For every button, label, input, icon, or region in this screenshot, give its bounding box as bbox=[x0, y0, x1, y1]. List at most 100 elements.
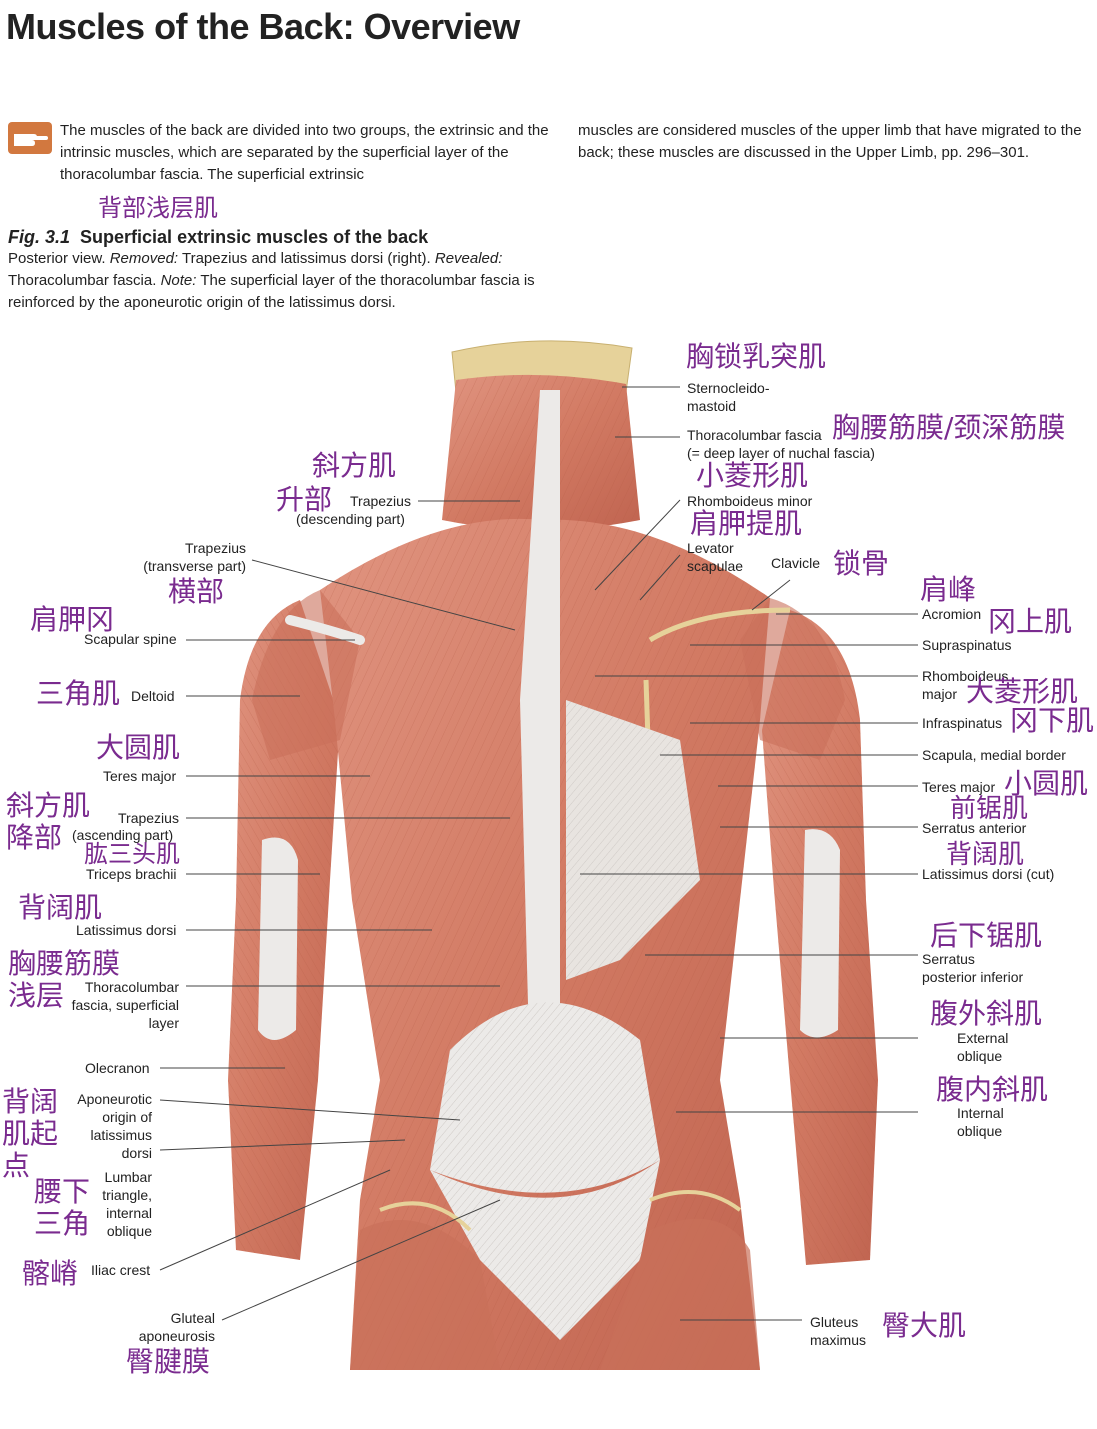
label-gluteal-aponeurosis-2: aponeurosis bbox=[138, 1328, 215, 1344]
cn-label-aponeurotic-origin: 背阔 bbox=[2, 1085, 59, 1118]
label-lumbar-triangle-3: internal bbox=[106, 1205, 152, 1221]
label-teres-major: Teres major bbox=[103, 768, 177, 784]
right-triceps-tendon bbox=[800, 829, 840, 1038]
cn-label-teres-major: 大圆肌 bbox=[96, 731, 181, 764]
label-external-oblique: External bbox=[957, 1030, 1009, 1046]
label-external-oblique-2: oblique bbox=[957, 1048, 1003, 1064]
label-aponeurotic-origin: Aponeurotic bbox=[77, 1091, 152, 1107]
label-internal-oblique-2: oblique bbox=[957, 1123, 1003, 1139]
label-gluteus-maximus: Gluteus bbox=[810, 1314, 859, 1330]
cn-label-external-oblique: 腹外斜肌 bbox=[930, 997, 1043, 1030]
label-levator-scapulae-2: scapulae bbox=[687, 558, 744, 574]
cn-label-acromion: 肩峰 bbox=[920, 573, 977, 606]
label-lumbar-triangle: Lumbar bbox=[104, 1169, 152, 1185]
label-serratus-anterior: Serratus anterior bbox=[922, 820, 1027, 836]
cn-label-scapular-spine: 肩胛冈 bbox=[30, 603, 115, 636]
cn-label-serratus-anterior: 前锯肌 bbox=[950, 794, 1029, 824]
cn-label-supraspinatus: 冈上肌 bbox=[988, 605, 1073, 638]
cn-label-thoracolumbar-deep: 胸腰筋膜/颈深筋膜 bbox=[832, 411, 1066, 444]
label-rhomboideus-major: Rhomboideus bbox=[922, 668, 1009, 684]
cn-label-thoracolumbar-fascia-2: 浅层 bbox=[8, 979, 65, 1012]
label-trapezius-ascending: Trapezius bbox=[118, 810, 179, 826]
cn-label-latissimus: 背阔肌 bbox=[18, 891, 103, 924]
cn-label-trapezius-descending: 斜方肌 bbox=[312, 449, 397, 482]
label-trapezius-transverse: Trapezius bbox=[185, 540, 246, 556]
cn-label-teres-minor: 小圆肌 bbox=[1004, 767, 1089, 800]
cn-label-serratus-posterior-inferior: 后下锯肌 bbox=[930, 919, 1043, 952]
figure-cn-heading: 背部浅层肌 bbox=[98, 194, 218, 222]
leader-lines bbox=[159, 386, 918, 1321]
label-supraspinatus: Supraspinatus bbox=[922, 637, 1012, 653]
label-clavicle: Clavicle bbox=[771, 555, 821, 571]
figure-caption-text: Posterior view. Removed: Trapezius and l… bbox=[8, 250, 535, 311]
cn-label-levator-scapulae: 肩胛提肌 bbox=[690, 507, 803, 540]
right-gluteus bbox=[600, 1218, 760, 1370]
figure-title: Fig. 3.1 Superficial extrinsic muscles o… bbox=[8, 226, 548, 248]
label-thoracolumbar-fascia: Thoracolumbar bbox=[84, 979, 179, 995]
label-sternocleidomastoid: Sternocleido- bbox=[687, 380, 770, 396]
figure-title-text: Superficial extrinsic muscles of the bac… bbox=[80, 227, 429, 247]
label-levator-scapulae: Levator bbox=[687, 540, 734, 556]
label-trapezius-transverse-2: (transverse part) bbox=[143, 558, 246, 574]
label-thoracolumbar-deep: Thoracolumbar fascia bbox=[687, 427, 822, 443]
label-gluteus-maximus-2: maximus bbox=[810, 1332, 867, 1348]
label-thoracolumbar-deep-2: (= deep layer of nuchal fascia) bbox=[687, 445, 875, 461]
cn-label-latissimus-cut: 背阔肌 bbox=[946, 840, 1025, 870]
intro-text-left: The muscles of the back are divided into… bbox=[60, 122, 549, 183]
cn-label-infraspinatus: 冈下肌 bbox=[1010, 704, 1095, 737]
cn-label-sternocleidomastoid: 胸锁乳突肌 bbox=[686, 340, 827, 373]
label-gluteal-aponeurosis: Gluteal bbox=[170, 1310, 215, 1326]
label-lumbar-triangle-4: oblique bbox=[106, 1223, 152, 1239]
cn-label-aponeurotic-origin-2: 肌起 bbox=[2, 1117, 59, 1150]
iliac-crest bbox=[379, 1201, 472, 1232]
cn-label-triceps: 肱三头肌 bbox=[84, 840, 180, 868]
label-thoracolumbar-fascia-2: fascia, superficial bbox=[71, 997, 179, 1013]
label-latissimus-cut: Latissimus dorsi (cut) bbox=[922, 866, 1055, 882]
label-rhomboideus-major-2: major bbox=[922, 686, 958, 702]
cn-label-gluteal-aponeurosis: 臀腱膜 bbox=[126, 1345, 211, 1378]
figure-number: Fig. 3.1 bbox=[8, 227, 71, 247]
label-teres-major-right: Teres major bbox=[922, 779, 996, 795]
label-iliac-crest: Iliac crest bbox=[91, 1262, 151, 1278]
label-serratus-posterior-inferior: Serratus bbox=[922, 951, 975, 967]
hand-pointer-icon bbox=[8, 122, 52, 154]
cn-label-iliac-crest: 髂嵴 bbox=[22, 1257, 79, 1290]
label-acromion: Acromion bbox=[922, 606, 982, 622]
left-scapular-spine bbox=[285, 615, 365, 645]
label-aponeurotic-origin-4: dorsi bbox=[121, 1145, 152, 1161]
left-gluteus bbox=[350, 1220, 500, 1370]
cn-label-lumbar-triangle-2: 三角 bbox=[34, 1207, 91, 1240]
label-serratus-posterior-inferior-2: posterior inferior bbox=[922, 969, 1024, 985]
cn-label-rhomboideus-major: 大菱形肌 bbox=[966, 675, 1079, 708]
label-infraspinatus: Infraspinatus bbox=[922, 715, 1003, 731]
label-internal-oblique: Internal bbox=[957, 1105, 1004, 1121]
label-lumbar-triangle-2: triangle, bbox=[102, 1187, 152, 1203]
label-aponeurotic-origin-2: origin of bbox=[102, 1109, 152, 1125]
cn-label-thoracolumbar-fascia: 胸腰筋膜 bbox=[8, 947, 121, 980]
cn-label-aponeurotic-origin-3: 点 bbox=[2, 1149, 31, 1182]
cn-label-trapezius-ascending: 斜方肌 bbox=[6, 789, 91, 822]
label-rhomboideus-minor: Rhomboideus minor bbox=[687, 493, 813, 509]
label-triceps: Triceps brachii bbox=[86, 866, 177, 882]
label-deltoid: Deltoid bbox=[131, 688, 175, 704]
label-scapular-spine: Scapular spine bbox=[84, 631, 177, 647]
cn-label-deltoid: 三角肌 bbox=[36, 677, 121, 710]
label-olecranon: Olecranon bbox=[85, 1060, 150, 1076]
label-scapula-medial-border: Scapula, medial border bbox=[922, 747, 1066, 763]
cn-label-trapezius-ascending-2: 降部 bbox=[6, 821, 63, 854]
label-sternocleidomastoid-2: mastoid bbox=[687, 398, 737, 414]
label-thoracolumbar-fascia-3: layer bbox=[148, 1015, 179, 1031]
trapezius-aponeurosis bbox=[520, 390, 560, 1080]
cn-label-gluteus-maximus: 臀大肌 bbox=[882, 1309, 967, 1342]
label-trapezius-descending-2: (descending part) bbox=[296, 511, 405, 527]
cn-label-rhomboideus-minor: 小菱形肌 bbox=[696, 459, 809, 492]
page-title: Muscles of the Back: Overview bbox=[6, 6, 520, 47]
intro-text-right: muscles are considered muscles of the up… bbox=[578, 122, 1082, 161]
right-shoulder bbox=[740, 598, 845, 760]
label-latissimus: Latissimus dorsi bbox=[76, 922, 177, 938]
label-trapezius-ascending-2: (ascending part) bbox=[72, 827, 174, 843]
figure-caption: Fig. 3.1 Superficial extrinsic muscles o… bbox=[8, 226, 548, 314]
cn-label-trapezius-transverse: 横部 bbox=[168, 575, 225, 608]
label-trapezius-descending: Trapezius bbox=[350, 493, 411, 509]
